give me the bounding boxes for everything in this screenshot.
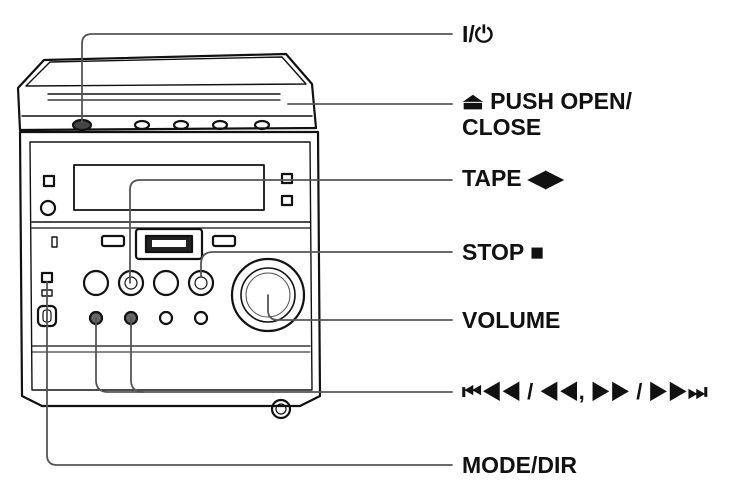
label-tape: TAPE ◀▶: [462, 165, 564, 191]
callout-skip-forward: [130, 317, 144, 393]
label-power: I/⏻: [462, 21, 493, 47]
callout-mode-dir: [46, 281, 453, 466]
callout-tape: [129, 179, 453, 284]
left-round-button: [39, 199, 57, 217]
label-volume: VOLUME: [462, 307, 561, 333]
label-mode-dir: MODE/DIR: [462, 452, 577, 478]
top-button-3: [172, 119, 190, 131]
small-button-3: [158, 310, 174, 326]
bottom-jack: [270, 398, 292, 420]
callout-volume: [267, 294, 453, 321]
front-panel: [29, 141, 313, 391]
tape-window-frame: [134, 227, 204, 261]
top-button-2: [133, 119, 151, 131]
cd-lid: [16, 52, 318, 132]
top-button-4: [211, 119, 229, 131]
function-button-3: [152, 269, 180, 297]
callout-power: [81, 33, 453, 123]
main-body: [18, 130, 322, 408]
volume-knob-outer: [230, 257, 306, 333]
callout-skip-back: [95, 317, 453, 393]
right-small-button-2: [280, 194, 294, 207]
volume-knob: [240, 267, 296, 323]
callout-stop: [200, 251, 453, 277]
small-button-4: [193, 310, 209, 326]
label-push-open-close: ⏏ PUSH OPEN/ CLOSE: [462, 88, 632, 140]
left-small-button: [42, 174, 56, 188]
tape-rewind-button: [100, 234, 126, 248]
label-skip: ⏮◀◀ / ◀◀, ▶▶ / ▶▶⏭: [462, 379, 708, 404]
tape-forward-button: [211, 234, 237, 248]
label-stop: STOP ■: [462, 239, 545, 265]
function-button-2: [117, 269, 145, 297]
top-button-5: [253, 119, 271, 131]
display-window: [73, 164, 265, 211]
cd-lid-top-face: [25, 56, 307, 87]
function-button-1: [82, 269, 110, 297]
right-small-button-1: [280, 172, 294, 185]
tape-indicator: [51, 236, 58, 248]
mode-dir-button: [40, 271, 54, 284]
